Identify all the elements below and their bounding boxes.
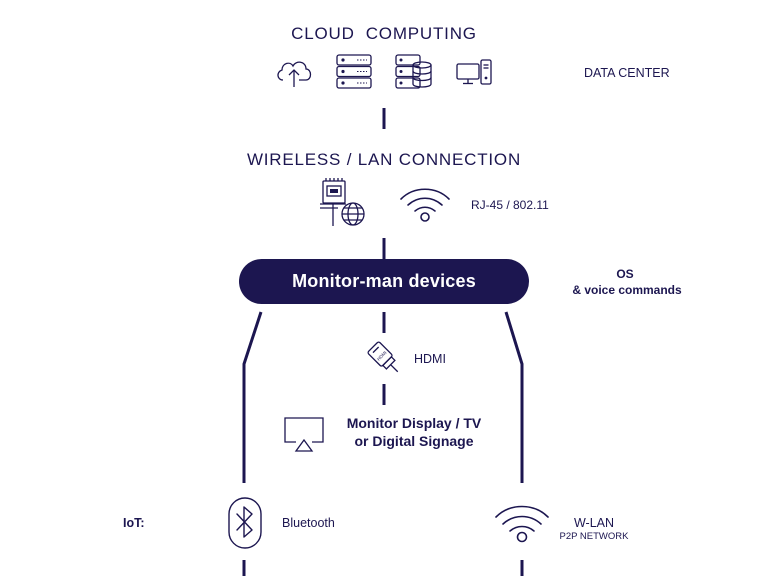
display-line1: Monitor Display / TV: [346, 415, 482, 431]
voice-commands-label: & voice commands: [572, 283, 682, 297]
desktop-computer-icon: [455, 58, 495, 88]
hdmi-connector-text: HDMI: [376, 350, 388, 362]
iot-label: IoT:: [123, 516, 145, 530]
cloud-computing-title: CLOUD COMPUTING: [291, 24, 477, 43]
connector-device-bluetooth: [242, 311, 263, 483]
wlan-wifi-icon: [494, 502, 550, 544]
wireless-lan-title: WIRELESS / LAN CONNECTION: [246, 150, 522, 169]
airplay-display-icon: [282, 416, 326, 454]
os-label: OS: [616, 267, 634, 281]
database-icon: [394, 54, 434, 90]
monitor-man-devices-node: Monitor-man devices: [239, 259, 529, 304]
bluetooth-label: Bluetooth: [282, 516, 335, 530]
cloud-upload-icon: [274, 56, 314, 88]
display-line2: or Digital Signage: [354, 433, 474, 449]
data-center-label: DATA CENTER: [584, 66, 670, 80]
wlan-label: W-LAN: [573, 516, 615, 530]
protocol-label: RJ-45 / 802.11: [471, 198, 549, 212]
wlan-sub-label: P2P NETWORK: [559, 531, 629, 542]
server-rack-icon: [335, 54, 373, 90]
connector-device-wlan: [504, 311, 524, 483]
lan-globe-icon: [318, 178, 368, 230]
hdmi-label: HDMI: [414, 352, 446, 366]
wifi-icon: [399, 185, 451, 223]
bluetooth-icon: [227, 496, 263, 550]
hdmi-connector-icon: HDMI: [366, 340, 404, 378]
